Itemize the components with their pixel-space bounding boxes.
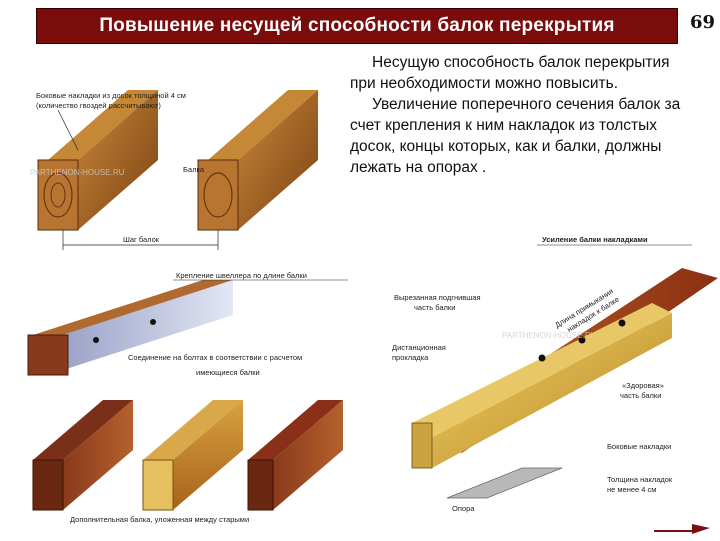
paragraph-2: Увеличение поперечного сечения балок за … — [350, 96, 681, 176]
main-text: Несущую способность балок перекрытия при… — [350, 52, 690, 178]
label-spacer: Дистанционная — [392, 343, 446, 352]
label-existing: имеющиеся балки — [196, 368, 260, 377]
support — [446, 467, 563, 499]
watermark-left: PARTHENON-HOUSE.RU — [30, 168, 125, 177]
figure-beam-side-boards: Усиление балки накладками Вырезанная под… — [352, 228, 718, 514]
label-healthy-2: часть балки — [620, 391, 661, 400]
label-additional: Дополнительная балка, уложенная между ст… — [70, 515, 249, 524]
label-channel: Крепление швеллера по длине балки — [176, 271, 307, 280]
beam-channel — [27, 280, 233, 376]
beam-group-bottom — [32, 400, 343, 511]
label-support: Опора — [452, 504, 475, 513]
beam-pair-top — [37, 90, 318, 231]
paragraph-1: Несущую способность балок перекрытия при… — [350, 54, 670, 92]
watermark-right: PARTHENON-HOUSE.RU — [502, 331, 597, 340]
label-beam: Балка — [183, 165, 205, 174]
label-beam-step: Шаг балок — [123, 235, 160, 244]
label-thickness-1: Толщина накладок — [607, 475, 673, 484]
label-side: Боковые накладки — [607, 442, 671, 451]
label-reinforcement: Усиление балки накладками — [542, 235, 648, 244]
label-cut-out: Вырезанная подгнившая — [394, 293, 481, 302]
side-board-front — [432, 313, 672, 468]
label-bolts: Соединение на болтах в соответствии с ра… — [128, 353, 302, 362]
slide-title: Повышение несущей способности балок пере… — [99, 15, 615, 36]
page-number: 69 — [690, 12, 716, 33]
slide-title-bar: Повышение несущей способности балок пере… — [36, 8, 678, 44]
label-thickness-2: не менее 4 см — [607, 485, 656, 494]
label-healthy-1: «Здоровая» — [622, 381, 664, 390]
label-cut-out-2: часть балки — [414, 303, 455, 312]
figure-beams-reinforcement: Боковые накладки из досок толщиной 4 см … — [18, 50, 348, 535]
next-slide-arrow-icon[interactable] — [652, 516, 712, 536]
label-spacer-2: прокладка — [392, 353, 429, 362]
label-side-boards: Боковые накладки из досок толщиной 4 см — [36, 91, 186, 100]
label-nails-note: (количество гвоздей рассчитывают) — [36, 101, 161, 110]
